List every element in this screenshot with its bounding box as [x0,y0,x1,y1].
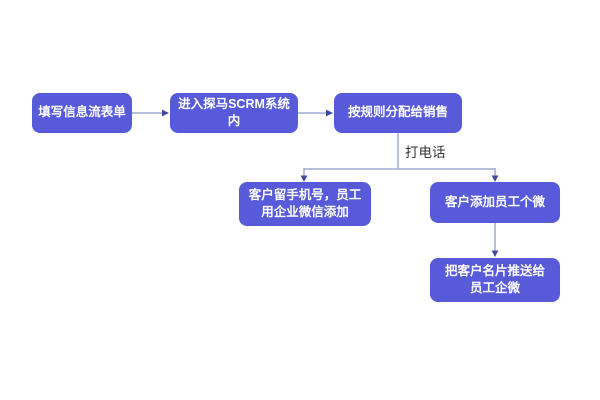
node-push-business-card-to-wecom: 把客户名片推送给 员工企微 [430,258,560,302]
edge-label-make-phone-call: 打电话 [405,145,446,160]
node-assign-to-sales: 按规则分配给销售 [334,93,462,133]
edge-form-to-scrm-arrowhead-icon [162,109,169,117]
node-customer-leaves-phone-add-wecom: 客户留手机号，员工 用企业微信添加 [239,182,371,226]
edge-wechat-to-card-arrowhead-icon [491,250,499,257]
node-enter-scrm-system: 进入探马SCRM系统内 [170,93,298,133]
node-fill-info-form: 填写信息流表单 [32,93,132,133]
edge-scrm-to-assign-arrowhead-icon [326,109,333,117]
node-customer-adds-personal-wechat: 客户添加员工个微 [430,182,560,223]
